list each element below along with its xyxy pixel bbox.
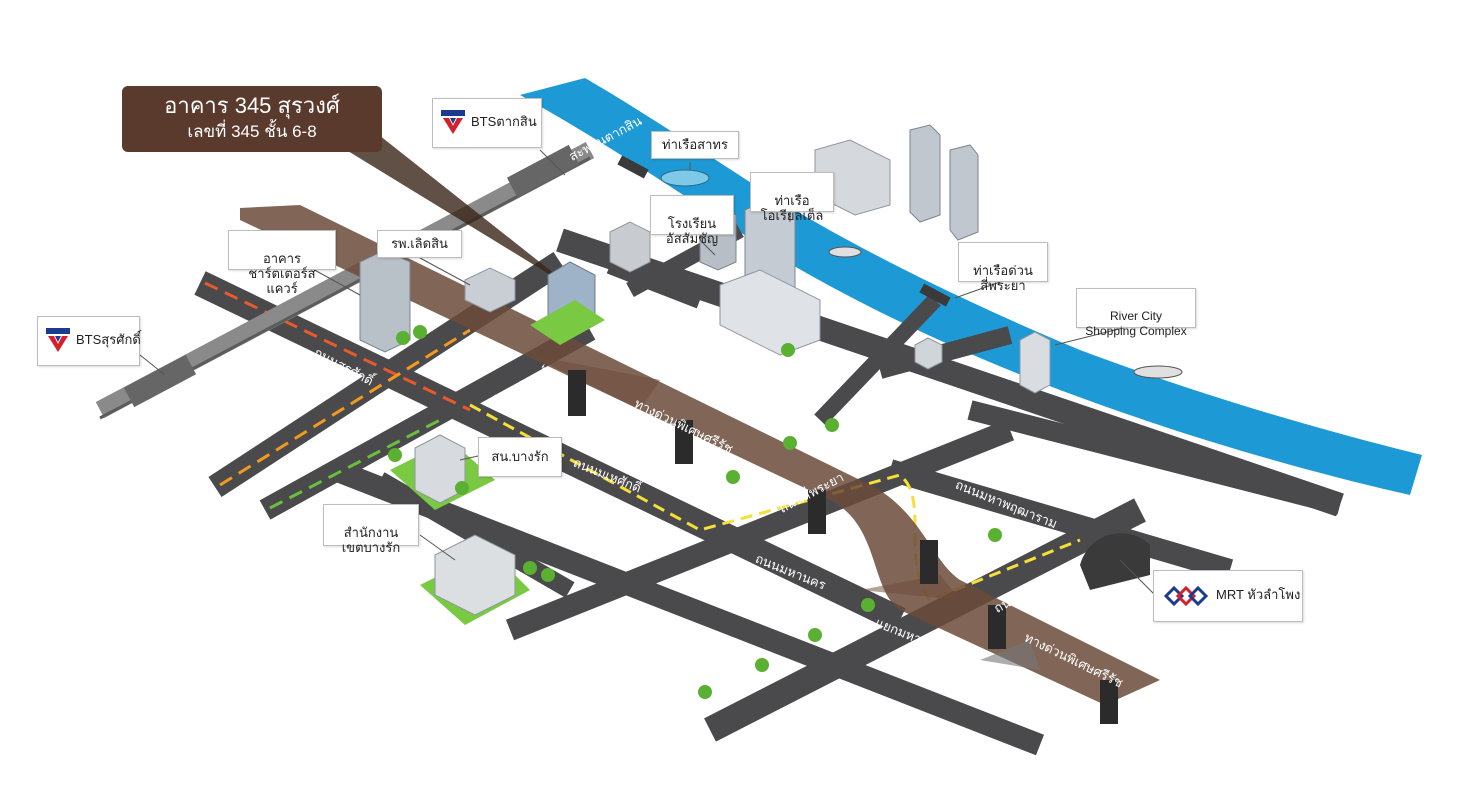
boat-2 <box>828 246 862 258</box>
building-school <box>609 221 651 273</box>
bts-taksin-label: BTSตากสิน <box>471 114 537 129</box>
callout-lerdsin[interactable]: รพ.เลิดสิน <box>377 230 462 258</box>
road-charoen-krung <box>556 228 1344 517</box>
bts-viaduct <box>95 142 595 420</box>
road-yaowarat <box>967 400 1343 515</box>
callout-bangrak-district[interactable]: สำนักงาน เขตบางรัก <box>323 504 419 555</box>
marking-sathorn <box>204 281 471 412</box>
chao-phraya-river <box>520 78 1422 495</box>
road-si-phraya-2 <box>814 294 941 426</box>
bts-taksin-station <box>506 144 580 198</box>
mrt-logo-icon <box>1163 585 1209 606</box>
title-line1: อาคาร 345 สุรวงศ์ <box>164 93 340 118</box>
callout-si-phraya-pier[interactable]: ท่าเรือด่วน สี่พระยา <box>958 242 1048 293</box>
grass-345 <box>530 300 605 345</box>
si-phraya-pier-marker <box>919 283 951 307</box>
bts-logo-icon <box>46 327 70 352</box>
bangrak-police-label: สน.บางรัก <box>491 449 549 464</box>
callout-bts-surasak[interactable]: BTSสุรศักดิ์ <box>37 316 141 366</box>
road-si-phraya <box>877 326 1013 379</box>
title-line2: เลขที่ 345 ชั้น 6-8 <box>187 122 317 141</box>
trees <box>388 325 1002 699</box>
title-pointer <box>330 120 575 290</box>
marking-silom <box>219 328 471 487</box>
road-maha-phruettharam <box>886 459 1234 581</box>
callout-sathorn-pier[interactable]: ท่าเรือสาทร <box>651 131 739 159</box>
callout-river-city[interactable]: River City Shopping Complex <box>1076 288 1196 338</box>
building-title: อาคาร 345 สุรวงศ์ เลขที่ 345 ชั้น 6-8 <box>122 86 382 152</box>
charter-square-label: อาคาร ชาร์ตเตอร์สแควร์ <box>248 251 316 296</box>
bts-surasak-station <box>123 354 197 408</box>
bts-surasak-label: BTSสุรศักดิ์ <box>76 332 141 347</box>
sathorn-pier-marker <box>617 155 649 179</box>
building-bank <box>719 269 821 356</box>
assumption-school-label: โรงเรียน อัสสัมชัญ <box>665 216 719 246</box>
callout-assumption-school[interactable]: โรงเรียน อัสสัมชัญ <box>650 195 734 246</box>
oriental-pier-label: ท่าเรือ โอเรียลเต็ล <box>760 193 824 223</box>
callout-charter-square[interactable]: อาคาร ชาร์ตเตอร์สแควร์ <box>228 230 336 296</box>
bangrak-district-label: สำนักงาน เขตบางรัก <box>341 525 401 555</box>
expressway <box>240 205 1160 724</box>
road-mahanakhon <box>505 419 1015 641</box>
boat-3 <box>1133 365 1183 379</box>
sathorn-pier-label: ท่าเรือสาทร <box>662 137 728 152</box>
bts-logo-icon <box>441 109 465 134</box>
building-river-city <box>1019 331 1051 394</box>
building-small <box>914 337 943 370</box>
lerdsin-label: รพ.เลิดสิน <box>391 236 448 251</box>
mrt-label: MRT หัวลำโพง <box>1216 587 1301 602</box>
callout-bts-taksin[interactable]: BTSตากสิน <box>432 98 542 148</box>
marking-green <box>269 418 441 510</box>
callout-oriental-pier[interactable]: ท่าเรือ โอเรียลเต็ล <box>750 172 834 223</box>
tower-1 <box>909 124 941 223</box>
callout-mrt-hua-lamphong[interactable]: MRT หัวลำโพง <box>1153 570 1303 622</box>
tower-2 <box>949 144 979 241</box>
river-city-label: River City Shopping Complex <box>1085 309 1187 338</box>
boat-1 <box>660 169 710 187</box>
si-phraya-pier-label: ท่าเรือด่วน สี่พระยา <box>973 263 1033 293</box>
building-lerdsin <box>464 267 516 313</box>
building-district <box>434 534 516 616</box>
mrt-station-portal <box>1080 533 1150 590</box>
callout-bangrak-police[interactable]: สน.บางรัก <box>478 437 562 477</box>
